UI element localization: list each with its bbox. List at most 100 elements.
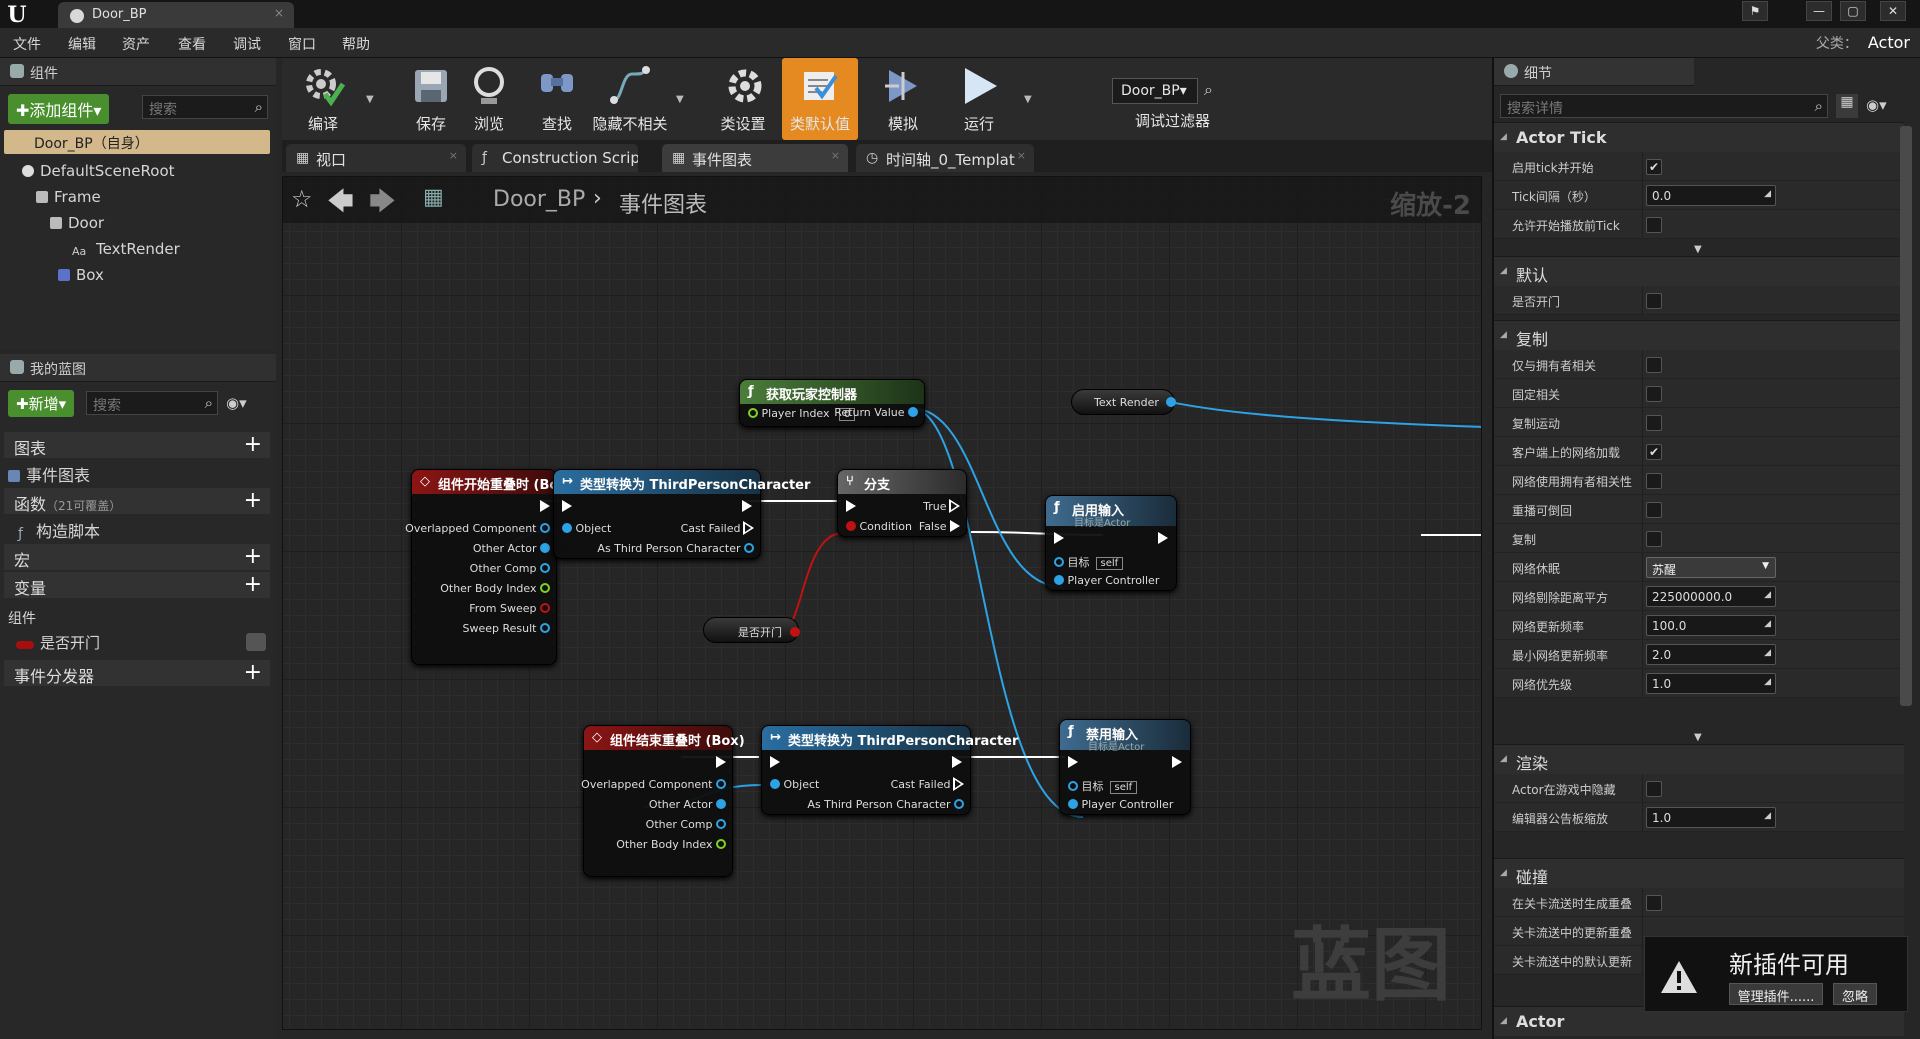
compile-button[interactable]: 编译 [282,58,364,140]
var-out-pin[interactable] [789,627,800,637]
document-tab[interactable]: Door_BP × [58,2,294,28]
new-button[interactable]: ✚新增▾ [8,390,75,417]
replay-rewind-checkbox[interactable] [1646,502,1662,518]
class-settings-button[interactable]: 类设置 [702,58,784,140]
section-actor-tick[interactable]: Actor Tick [1494,122,1904,152]
pin-player-controller[interactable]: Player Controller [1054,574,1159,587]
node-text-render-var[interactable]: Text Render [1071,389,1177,415]
exec-out-pin[interactable] [952,756,962,769]
hide-unrelated-dropdown-icon[interactable]: ▼ [676,94,684,105]
section-rendering[interactable]: 渲染 [1494,744,1904,774]
breadcrumb-graph[interactable]: 事件图表 [619,193,708,218]
close-tab-icon[interactable]: × [448,149,458,162]
pin-as-third-person[interactable]: As Third Person Character [597,542,754,555]
expand-advanced-icon[interactable]: ▼ [1694,244,1702,255]
section-collision[interactable]: 碰撞 [1494,858,1904,888]
tree-frame[interactable]: Frame [36,188,101,206]
simulate-button[interactable]: 模拟 [862,58,944,140]
close-window-button[interactable]: ✕ [1880,1,1906,21]
pin-return-value[interactable]: Return Value [834,406,918,419]
exec-out-pin[interactable] [540,500,550,513]
tab-viewport[interactable]: ▦视口× [286,144,466,172]
play-dropdown-icon[interactable]: ▼ [1024,94,1032,105]
breadcrumb-blueprint[interactable]: Door_BP [493,187,586,212]
class-defaults-button[interactable]: 类默认值 [782,58,858,140]
variables-category[interactable]: 变量+ [4,572,270,598]
pin-sweep-result[interactable]: Sweep Result [463,622,550,635]
event-graph-item[interactable]: 事件图表 [8,462,90,486]
add-macro-icon[interactable]: + [243,544,262,569]
menu-asset[interactable]: 资产 [122,37,150,53]
hidden-in-game-checkbox[interactable] [1646,781,1662,797]
replicate-movement-checkbox[interactable] [1646,415,1662,431]
menu-file[interactable]: 文件 [13,37,41,53]
notify-icon[interactable]: ⚑ [1742,1,1768,21]
pin-overlapped-component[interactable]: Overlapped Component [405,522,550,535]
net-load-client-checkbox[interactable]: ✔ [1646,444,1662,460]
pin-player-controller[interactable]: Player Controller [1068,798,1173,811]
pin-object[interactable]: Object [770,778,819,791]
close-tab-icon[interactable]: × [1016,149,1026,162]
section-default[interactable]: 默认 [1494,256,1904,286]
parent-class-value[interactable]: Actor [1867,33,1910,52]
tree-default-scene-root[interactable]: DefaultSceneRoot [22,162,175,180]
node-is-open-var[interactable]: 是否开门 [703,617,800,643]
details-search-input[interactable]: 搜索详情⌕ [1500,94,1828,118]
back-arrow-icon[interactable]: 🡄 [327,187,354,217]
find-button[interactable]: 查找 [516,58,598,140]
graphs-category[interactable]: 图表+ [4,432,270,458]
var-out-pin[interactable] [1166,397,1177,407]
exec-in-pin[interactable] [562,500,572,513]
add-graph-icon[interactable]: + [243,432,262,457]
pin-player-index[interactable]: Player Index 0 [748,407,856,421]
is-open-checkbox[interactable] [1646,293,1662,309]
pin-other-actor[interactable]: Other Actor [649,798,726,811]
pin-object[interactable]: Object [562,522,611,535]
favorite-star-icon[interactable]: ☆ [291,185,313,213]
tick-start-checkbox[interactable]: ✔ [1646,159,1662,175]
event-graph-canvas[interactable]: ☆ 🡄 🡆 ▦ Door_BP › 事件图表 缩放-2 ◇组件开始重叠时 (Bo… [282,176,1482,1030]
compile-dropdown-icon[interactable]: ▼ [366,94,374,105]
tab-event-graph[interactable]: ▦事件图表× [662,144,848,172]
add-dispatcher-icon[interactable]: + [243,660,262,685]
node-end-overlap[interactable]: ◇组件结束重叠时 (Box) Overlapped Component Othe… [581,725,745,877]
close-tab-icon[interactable]: × [830,149,840,162]
pin-other-comp[interactable]: Other Comp [470,562,550,575]
menu-view[interactable]: 查看 [178,37,206,53]
close-tab-icon[interactable]: × [273,6,284,20]
add-component-button[interactable]: ✚添加组件▾ [8,94,110,124]
pin-overlapped-component[interactable]: Overlapped Component [581,778,726,791]
hide-unrelated-button[interactable]: 隐藏不相关 [585,58,675,140]
play-button[interactable]: 运行 [938,58,1020,140]
forward-arrow-icon[interactable]: 🡆 [369,187,396,217]
minimize-button[interactable]: — [1806,1,1832,21]
tick-interval-input[interactable]: 0.0 [1646,185,1776,206]
net-freq-input[interactable]: 100.0 [1646,615,1776,636]
player-index-value[interactable]: 0 [839,408,856,421]
net-use-owner-checkbox[interactable] [1646,473,1662,489]
exec-out-pin[interactable] [716,756,726,769]
net-min-freq-input[interactable]: 2.0 [1646,644,1776,665]
only-owner-checkbox[interactable] [1646,357,1662,373]
node-cast-third-person-2[interactable]: ↦类型转换为 ThirdPersonCharacter Object Cast … [761,725,1018,815]
menu-window[interactable]: 窗口 [288,37,316,53]
my-blueprint-search-input[interactable]: 搜索⌕ [86,391,218,415]
grid-view-icon[interactable]: ▦ [1836,94,1858,118]
exec-out-pin[interactable] [1158,532,1168,545]
browse-button[interactable]: 浏览 [448,58,530,140]
expand-advanced-icon[interactable]: ▼ [1694,732,1702,743]
node-branch[interactable]: ⑂分支 True Condition False [837,469,967,537]
save-button[interactable]: 保存 [390,58,472,140]
debug-object-select[interactable]: Door_BP▾ [1112,78,1198,104]
components-group[interactable]: 组件 [8,608,36,628]
node-begin-overlap[interactable]: ◇组件开始重叠时 (Box) Overlapped Component Othe… [405,469,573,665]
exec-in-pin[interactable] [1054,532,1064,545]
tab-timeline[interactable]: ◷时间轴_0_Templat× [856,144,1034,172]
